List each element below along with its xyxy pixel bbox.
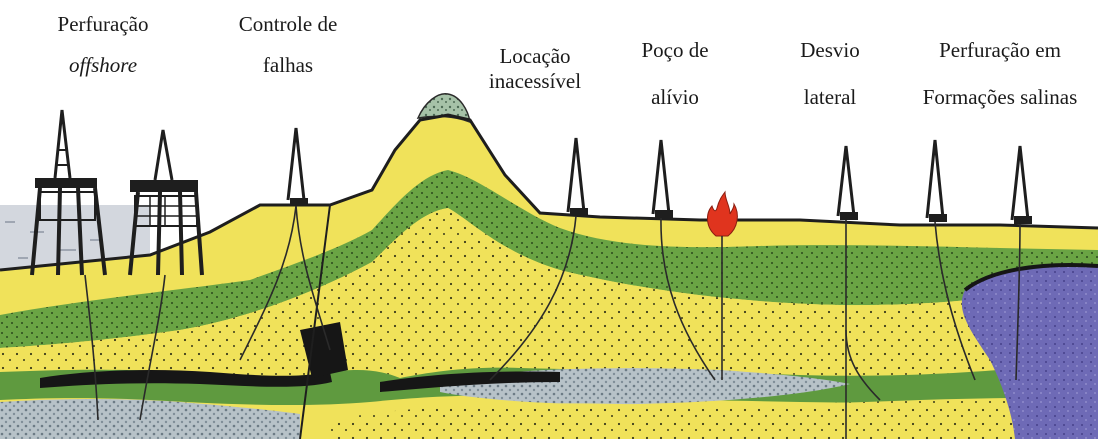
flame-icon bbox=[707, 192, 737, 236]
drilling-rig-icon bbox=[1012, 146, 1032, 224]
drilling-rig-icon bbox=[288, 128, 308, 206]
drilling-rig-icon bbox=[653, 140, 673, 218]
drilling-rig-icon bbox=[927, 140, 947, 222]
drilling-rig-icon bbox=[568, 138, 588, 216]
drilling-rig-icon bbox=[838, 146, 858, 220]
